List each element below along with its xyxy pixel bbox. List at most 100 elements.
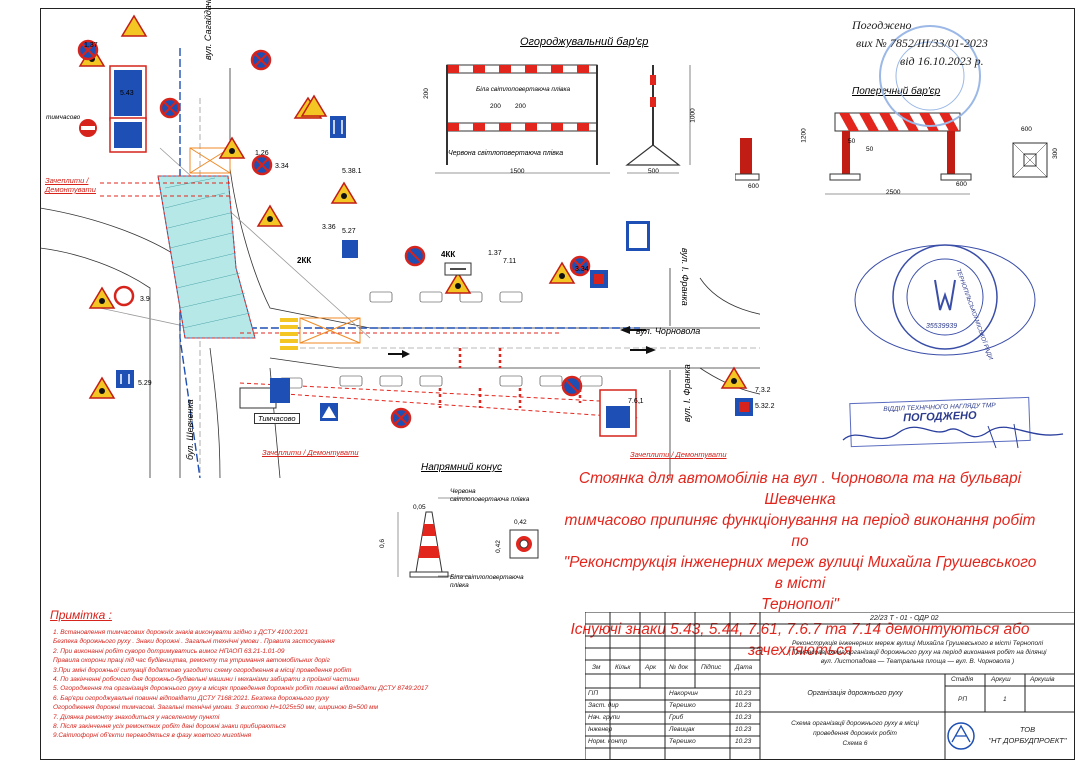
sign-lane-icon [330, 116, 346, 138]
project-title-3: вул. Листопадова — Театральна площа — ву… [820, 658, 1015, 665]
cone-red-strip-label: Червона світлоповертаюча плівка [450, 488, 530, 503]
signature-icon [842, 423, 1064, 449]
sign-code: 5.27 [342, 228, 356, 235]
council-seal-icon [854, 244, 1036, 356]
sign-code: 5.29 [138, 380, 152, 387]
staff-role: Заст. дир [588, 702, 619, 709]
cross-dim: 600 [956, 181, 967, 188]
sign-road-works-icon [88, 286, 116, 309]
cross-dim: 600 [1021, 126, 1032, 133]
sign-lane-icon [342, 240, 358, 258]
zone-label: Зачеплити / Демонтувати [45, 176, 96, 194]
staff-role: ГІП [588, 690, 599, 697]
work-zone [157, 175, 256, 339]
sign-code: 3.36 [322, 224, 336, 231]
sign-road-works-icon [444, 271, 472, 294]
sign-no-stopping-icon [251, 154, 273, 176]
fence-white-strip-label: Біла світлоповертаюча плівка [476, 86, 571, 93]
scheme-title-3: Схема 6 [842, 740, 868, 747]
cone-dim: 0,05 [413, 504, 426, 511]
sign-no-stopping-icon [561, 375, 583, 397]
sign-code: 5.32.2 [755, 403, 775, 410]
council-seal-number: 35539939 [926, 323, 958, 330]
org-title: Організація дорожнього руху [807, 690, 903, 697]
sign-detour-icon [109, 117, 147, 153]
header-col: Зм [592, 664, 601, 671]
note-item: 7. Ділянка ремонту знаходиться у населен… [53, 713, 220, 721]
sign-detour-icon [599, 389, 637, 437]
notice-line: тимчасово припиняє функціонування на пер… [564, 512, 1036, 550]
sheet-value: 1 [1003, 696, 1007, 703]
lane-label: 4КК [441, 250, 456, 259]
sign-no-stopping-icon [390, 407, 412, 429]
fence-dim: 600 [748, 183, 759, 190]
direction-arrows [388, 326, 656, 358]
sign-road-works-icon [330, 181, 358, 204]
sign-detour-icon [270, 378, 290, 403]
cone-dim: 0,42 [514, 519, 527, 526]
note-item: Безпека дорожнього руху . Знаки дорожні … [53, 638, 335, 646]
staff-name: Терешко [669, 738, 696, 745]
stage-value: РП [958, 696, 968, 703]
sign-no-entry-icon [79, 119, 97, 137]
cars [279, 291, 603, 389]
street-label-chornovola: вул. Чорновола [636, 326, 701, 336]
fence-dim: 1500 [510, 168, 525, 175]
note-item: 6. Бар'єри огороджувальні повинні відпов… [53, 694, 329, 702]
approval-line-1: Погоджено [852, 18, 912, 32]
sign-detour-icon [735, 398, 753, 416]
pedestrian-crossing [280, 318, 298, 350]
zone-label: Зачеплити / Демонтувати [262, 448, 359, 457]
header-col: Підпис [701, 664, 722, 671]
cross-dim: 2500 [886, 189, 901, 196]
header-col: № док [669, 664, 689, 671]
company-top: ТОВ [1019, 725, 1036, 734]
zone-label: Зачеплити / Демонтувати [630, 450, 727, 459]
fence-dim: 500 [648, 168, 659, 175]
note-item: 2. При виконанні робіт суворо дотримуват… [53, 647, 285, 655]
sign-no-stopping-icon [569, 255, 591, 277]
approval-line-3: від 16.10.2023 р. [900, 54, 984, 68]
staff-date: 10.23 [735, 690, 752, 697]
title-block-grid [585, 612, 1075, 760]
sign-narrowing-icon [120, 14, 148, 37]
staff-name: Левицак [669, 726, 695, 733]
sign-code: 5.43 [120, 90, 134, 97]
fence-barrier-drawing [435, 64, 691, 174]
note-item: 5. Огородження та організація дорожнього… [53, 685, 429, 693]
note-item: Огородження дорожні тимчасові. Загальні … [53, 704, 379, 712]
sign-code: 3.9 [140, 296, 150, 303]
note-item: 4. По закінченні робочого дня дорожньо-б… [53, 676, 360, 684]
cross-dim: 50 [848, 138, 856, 145]
cross-dim: 1200 [800, 128, 808, 143]
sign-road-works-icon [548, 261, 576, 284]
scheme-title-2: проведення дорожніх робіт [813, 730, 897, 737]
stage-label: Стадія [951, 676, 974, 683]
note-item: Правила охорони праці під час будівництв… [53, 657, 330, 665]
sign-code: 1.37 [488, 250, 502, 257]
note-item: 1. Встановлення тимчасових дорожніх знак… [53, 629, 309, 636]
sign-code: 3.34 [275, 163, 289, 170]
notice-line: зачехляються [747, 642, 853, 659]
street-label-franka-top: вул. І. Франка [680, 248, 690, 306]
parking-label: тимчасово [46, 114, 81, 121]
sheet-label: Аркуш [991, 676, 1011, 683]
staff-date: 10.23 [735, 714, 752, 721]
fence-dim: 200 [515, 103, 526, 110]
cone-drawing [397, 497, 539, 578]
fence-red-strip-label: Червона світлоповертаюча плівка [448, 150, 564, 157]
sign-lane-icon [116, 370, 134, 388]
title-block: 22/23 Т - 01 - ОДР 02 Реконструкція інже… [585, 612, 1075, 760]
sign-pedestrian-icon [320, 403, 338, 421]
sign-code: 7.11 [503, 258, 517, 265]
doc-code: 22/23 Т - 01 - ОДР 02 [870, 615, 939, 622]
notes-title: Примітка : [50, 608, 112, 622]
header-col: Кільк [615, 664, 631, 671]
notice-line: "Реконструкція інженерних мереж вулиці М… [563, 554, 1037, 592]
sign-no-stopping-icon [404, 245, 426, 267]
fence-dim: 200 [490, 103, 501, 110]
company-logo-icon [947, 722, 975, 750]
sign-road-works-icon [88, 376, 116, 399]
staff-role: Нач. групи [588, 714, 620, 721]
sign-code: 5.38.1 [342, 168, 362, 175]
